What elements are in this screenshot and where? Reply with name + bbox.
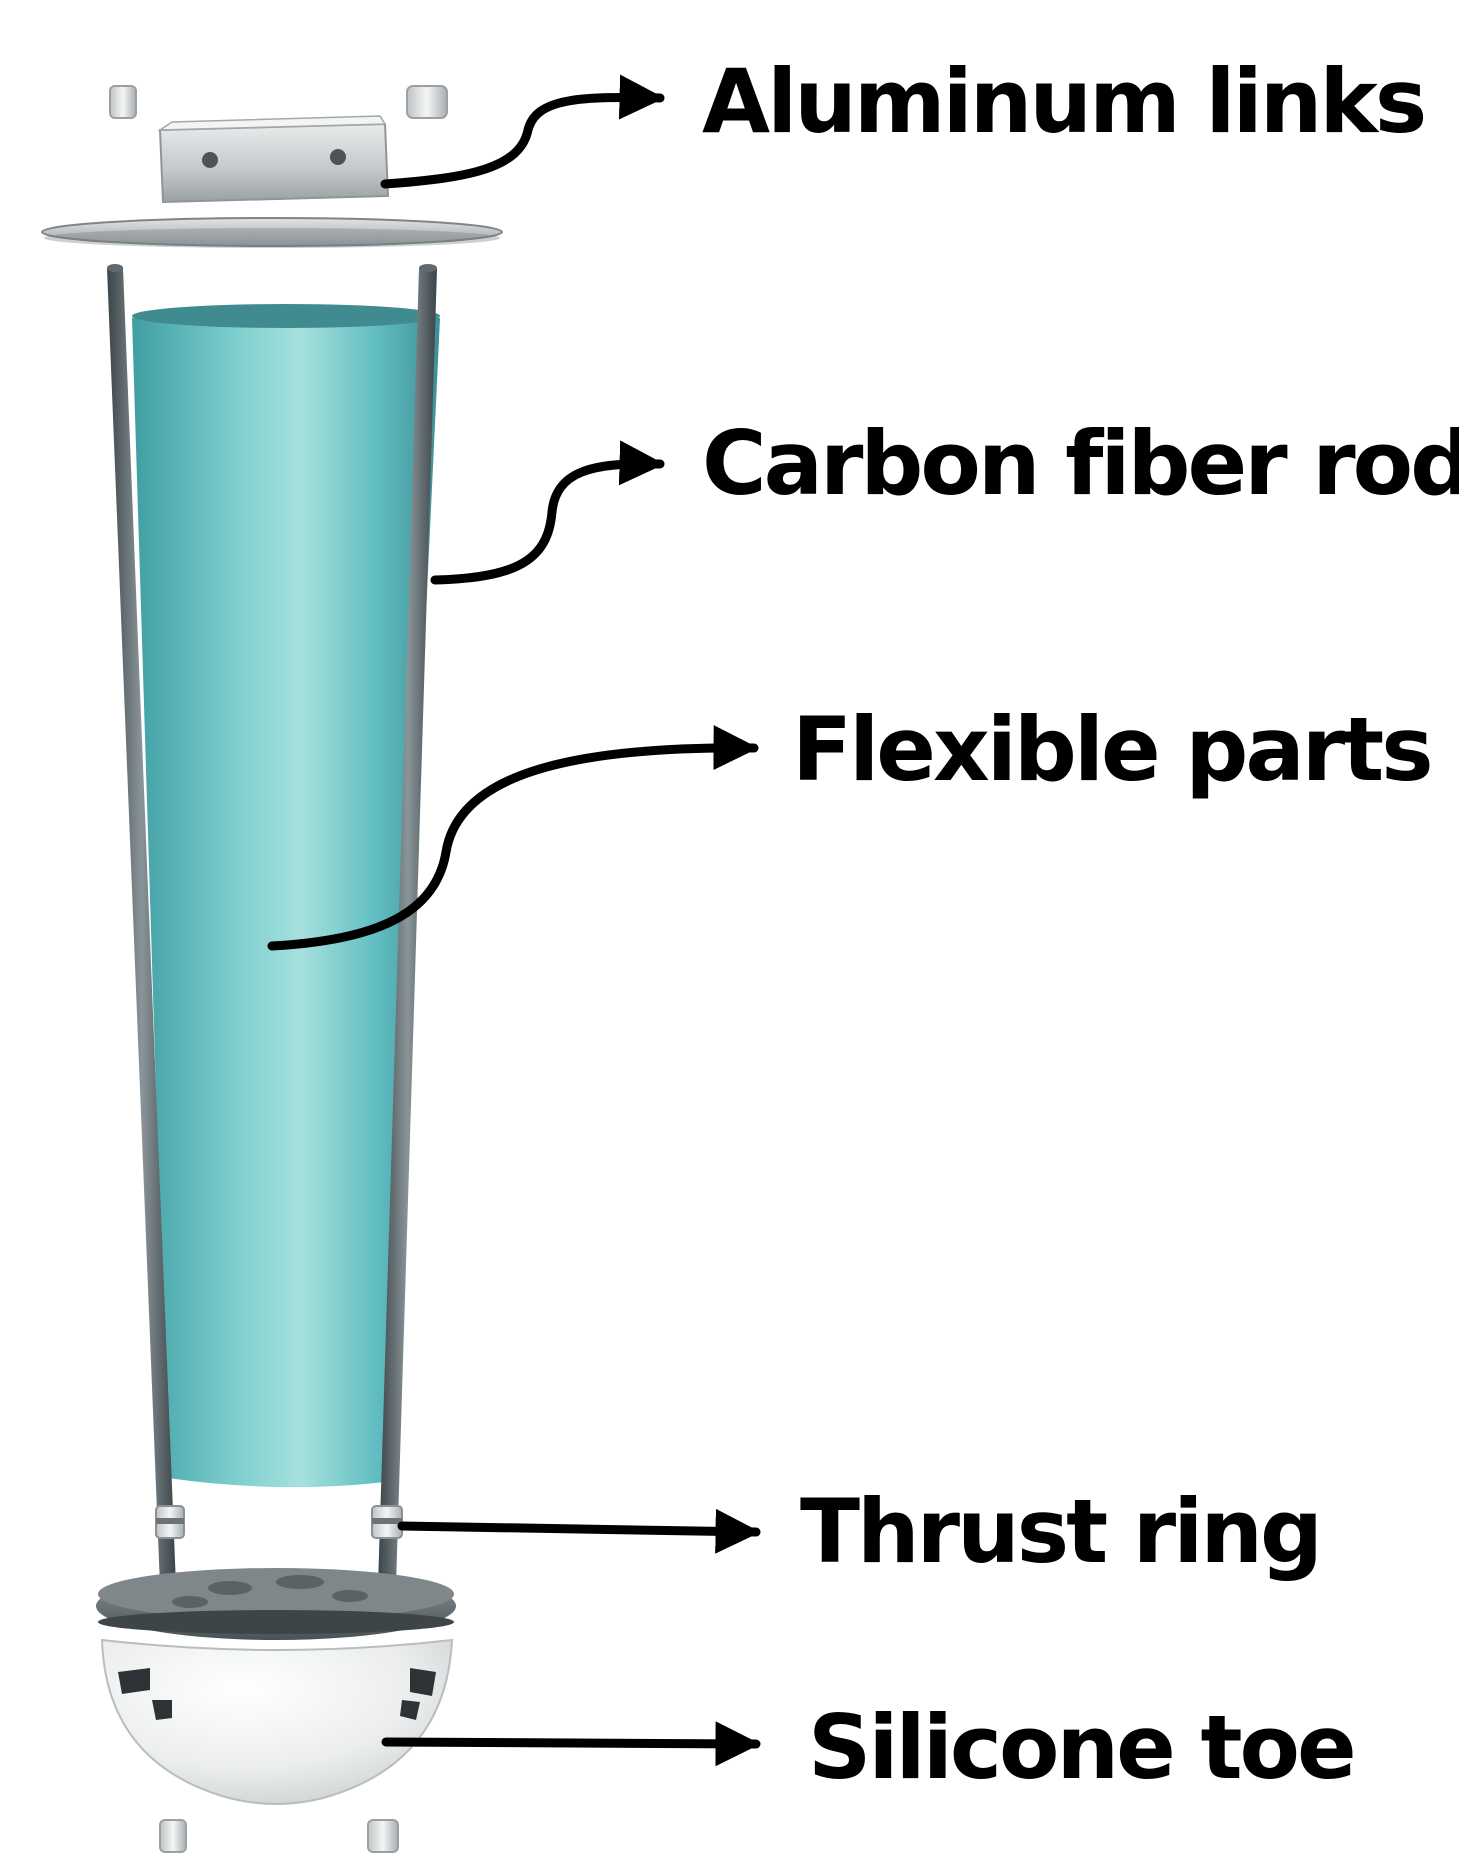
label-aluminum-links: Aluminum links bbox=[702, 50, 1427, 153]
leader-silicone-toe bbox=[381, 1721, 761, 1767]
top-pin-left bbox=[109, 85, 137, 119]
leader-flexible-parts bbox=[267, 725, 759, 951]
bottom-pin-left bbox=[159, 1819, 187, 1853]
flexible-part-tube bbox=[132, 304, 440, 1488]
top-pin-right bbox=[406, 85, 448, 119]
label-thrust-ring: Thrust ring bbox=[800, 1480, 1323, 1583]
thrust-ring-left bbox=[155, 1505, 185, 1539]
leader-thrust-ring bbox=[397, 1508, 761, 1554]
carbon-fiber-rod-right bbox=[378, 264, 437, 1586]
top-plate bbox=[41, 217, 503, 248]
bottom-pin-right bbox=[367, 1819, 399, 1853]
leader-aluminum-links bbox=[380, 74, 665, 189]
leader-carbon-fiber-rod bbox=[430, 440, 665, 585]
bottom-disc bbox=[96, 1568, 456, 1640]
aluminum-link-bracket bbox=[157, 115, 390, 204]
carbon-fiber-rod-left bbox=[107, 264, 176, 1586]
thrust-ring-right bbox=[371, 1505, 403, 1539]
label-carbon-fiber-rod: Carbon fiber rod bbox=[702, 412, 1459, 515]
label-flexible-parts: Flexible parts bbox=[792, 698, 1434, 801]
silicone-toe-hemisphere bbox=[100, 1638, 454, 1805]
label-silicone-toe: Silicone toe bbox=[808, 1696, 1357, 1799]
